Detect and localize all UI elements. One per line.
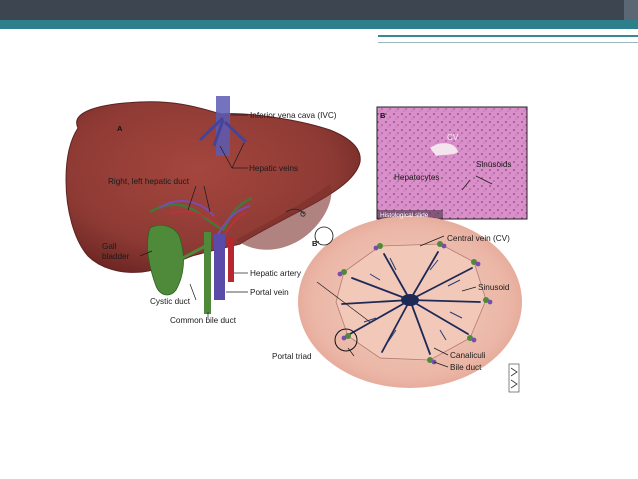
label-cv: CV [447, 133, 459, 142]
label-sinusoid: Sinusoid [478, 283, 510, 292]
label-central-vein: Central vein (CV) [447, 234, 510, 243]
label-gall: Gall [102, 242, 117, 251]
label-histological-slide: Histological slide [380, 212, 429, 219]
panel-b-label: B [380, 111, 386, 120]
header-rule-light [378, 42, 638, 43]
label-bile-duct: Bile duct [450, 363, 482, 372]
histology-panel [376, 106, 528, 220]
label-bladder: bladder [102, 252, 130, 261]
label-hepatic-artery: Hepatic artery [250, 269, 302, 278]
label-portal-vein: Portal vein [250, 288, 289, 297]
label-right-left-hepatic-duct: Right, left hepatic duct [108, 177, 190, 186]
label-hepatic-veins: Hepatic veins [249, 164, 298, 173]
label-portal-triad: Portal triad [272, 352, 312, 361]
panel-b-prime-label: B' [312, 239, 319, 248]
liver-illustration [65, 96, 361, 314]
label-common-bile-duct: Common bile duct [170, 316, 237, 325]
lobule-illustration [298, 216, 522, 388]
label-sinusoids: Sinusoids [476, 160, 512, 169]
publisher-logo [508, 363, 520, 393]
panel-a-label: A [117, 124, 123, 133]
slide-accent-bar [0, 20, 638, 29]
label-inferior-vena-cava: Inferior vena cava (IVC) [250, 111, 337, 120]
gall-bladder-shape [147, 224, 184, 296]
leader-lines-b-prime [316, 235, 477, 368]
label-cystic-duct: Cystic duct [150, 297, 191, 306]
leader-lines-a [139, 114, 248, 318]
slide-header-bar [0, 0, 638, 20]
label-canaliculi: Canaliculi [450, 351, 486, 360]
label-hepatocytes: Hepatocytes [394, 173, 440, 182]
header-rule [378, 35, 638, 37]
header-cap [624, 0, 638, 20]
